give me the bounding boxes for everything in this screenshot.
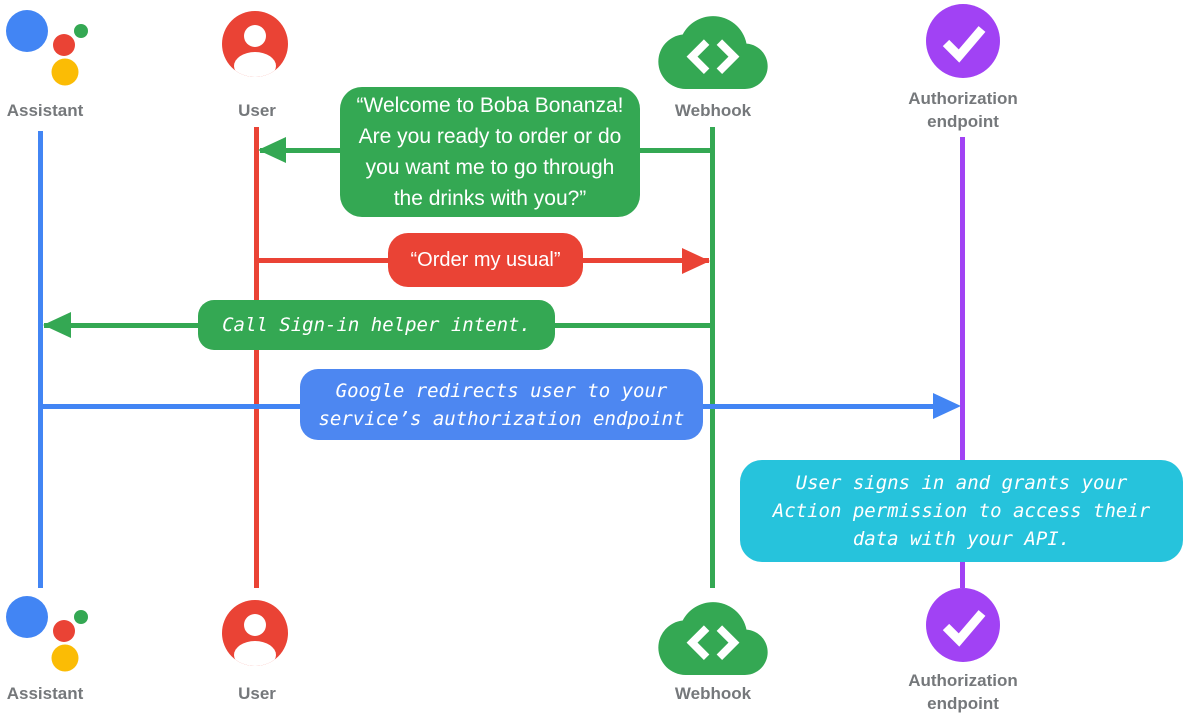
message-line: data with your API. — [852, 528, 1071, 550]
message-line: “Order my usual” — [410, 249, 561, 271]
actor-label-user: User — [238, 101, 276, 120]
message-line: Action permission to access their — [772, 500, 1151, 522]
signin-grant-note: User signs in and grants your Action per… — [740, 460, 1183, 562]
webhook-cloud-icon — [658, 16, 768, 89]
auth-check-icon — [926, 588, 1000, 662]
actor-label-user: User — [238, 684, 276, 703]
google-assistant-icon — [6, 10, 88, 86]
actor-label-webhook: Webhook — [674, 684, 752, 703]
message-line: Are you ready to order or do — [358, 125, 622, 148]
message-line: the drinks with you?” — [393, 187, 587, 210]
actor-label-assistant: Assistant — [6, 684, 84, 703]
webhook-lifeline — [710, 127, 715, 588]
message-line: Call Sign-in helper intent. — [222, 314, 531, 336]
signin-intent-note: Call Sign-in helper intent. — [198, 300, 555, 350]
message-line: “Welcome to Boba Bonanza! — [356, 94, 624, 117]
webhook-cloud-icon — [658, 602, 768, 675]
message-line: User signs in and grants your — [795, 472, 1128, 494]
arrowhead-left-icon — [43, 312, 71, 338]
user-lifeline — [254, 127, 259, 588]
user-icon — [222, 600, 288, 666]
message-line: service’s authorization endpoint — [318, 407, 685, 430]
redirect-note: Google redirects user to your service’s … — [300, 369, 703, 440]
message-line: Google redirects user to your — [335, 379, 668, 402]
arrowhead-right-icon — [933, 393, 961, 419]
google-assistant-icon — [6, 596, 88, 672]
actor-label-authorization-endpoint: Authorization endpoint — [908, 89, 1018, 131]
actor-label-webhook: Webhook — [674, 101, 752, 120]
user-icon — [222, 11, 288, 77]
arrowhead-left-icon — [258, 137, 286, 163]
arrowhead-right-icon — [682, 248, 710, 274]
actor-label-authorization-endpoint: Authorization endpoint — [908, 671, 1018, 713]
message-line: you want me to go through — [365, 156, 615, 179]
actor-label-assistant: Assistant — [6, 101, 84, 120]
authorization-lifeline — [960, 137, 965, 588]
welcome-message-bubble: “Welcome to Boba Bonanza! Are you ready … — [340, 87, 640, 217]
order-message-bubble: “Order my usual” — [388, 233, 583, 287]
auth-check-icon — [926, 4, 1000, 78]
assistant-lifeline — [38, 131, 43, 588]
